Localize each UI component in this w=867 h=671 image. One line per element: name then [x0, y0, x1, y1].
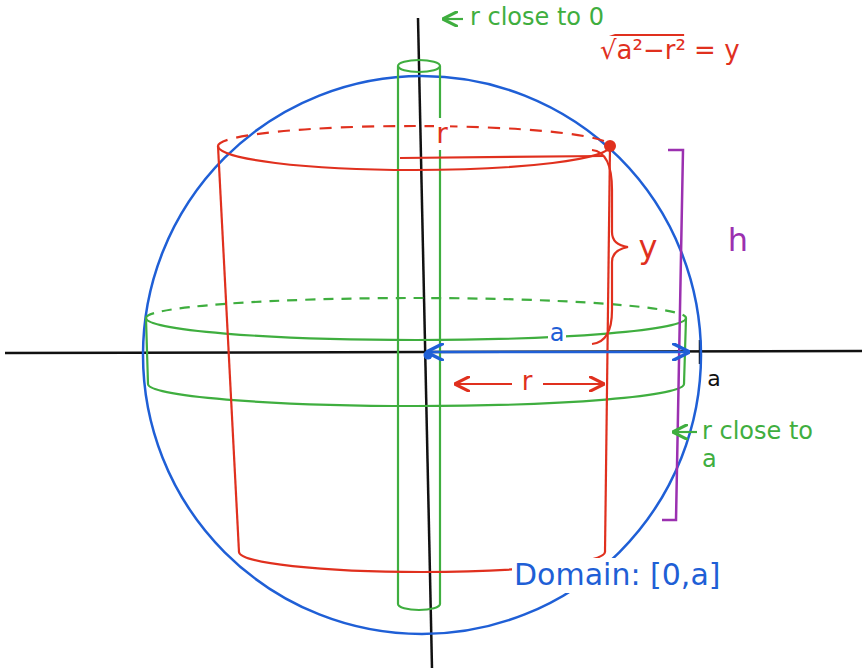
- formula-label: √a²−r² = y: [598, 36, 742, 66]
- x-axis: [5, 351, 862, 353]
- annotation-label: r close to 0: [468, 4, 606, 32]
- radius-line: [428, 351, 688, 354]
- radius-label: a: [548, 320, 567, 348]
- height-label: h: [726, 222, 750, 259]
- annotation-label: r close to a: [700, 418, 816, 473]
- leader-arrow: [444, 18, 463, 20]
- radius-label: r: [520, 367, 535, 397]
- y-axis: [418, 18, 432, 668]
- domain-label: Domain: [0,a]: [512, 558, 722, 593]
- height-bracket: [662, 150, 683, 520]
- radius-label: r: [434, 118, 450, 150]
- leader-arrow: [674, 431, 697, 433]
- axis-label: a: [705, 366, 722, 391]
- corner-point: [604, 140, 616, 152]
- sphere-outline: [143, 76, 701, 634]
- center-dot: [424, 351, 433, 360]
- inscribed-cylinder: [218, 126, 628, 572]
- half-height-label: y: [637, 229, 660, 266]
